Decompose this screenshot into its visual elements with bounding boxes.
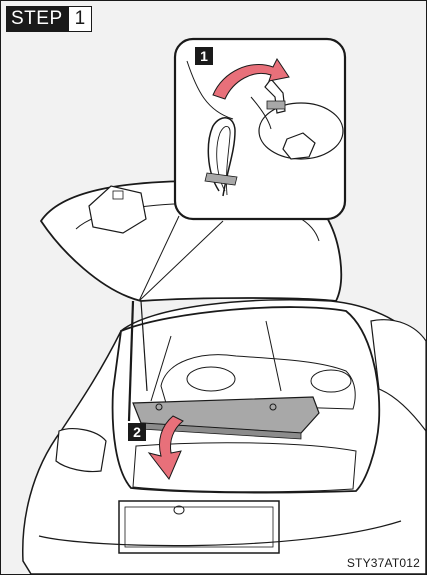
detail-hook-band [267, 101, 285, 109]
tail-light-left [56, 429, 106, 472]
step-header: STEP 1 [6, 6, 92, 32]
figure-code: STY37AT012 [347, 556, 420, 570]
headrest-left [187, 367, 235, 391]
headrest-right [311, 370, 351, 392]
callout-number-2: 2 [133, 424, 141, 440]
callout-number-1: 1 [200, 48, 208, 64]
step-number: 1 [68, 7, 92, 31]
step-label: STEP [7, 7, 68, 31]
